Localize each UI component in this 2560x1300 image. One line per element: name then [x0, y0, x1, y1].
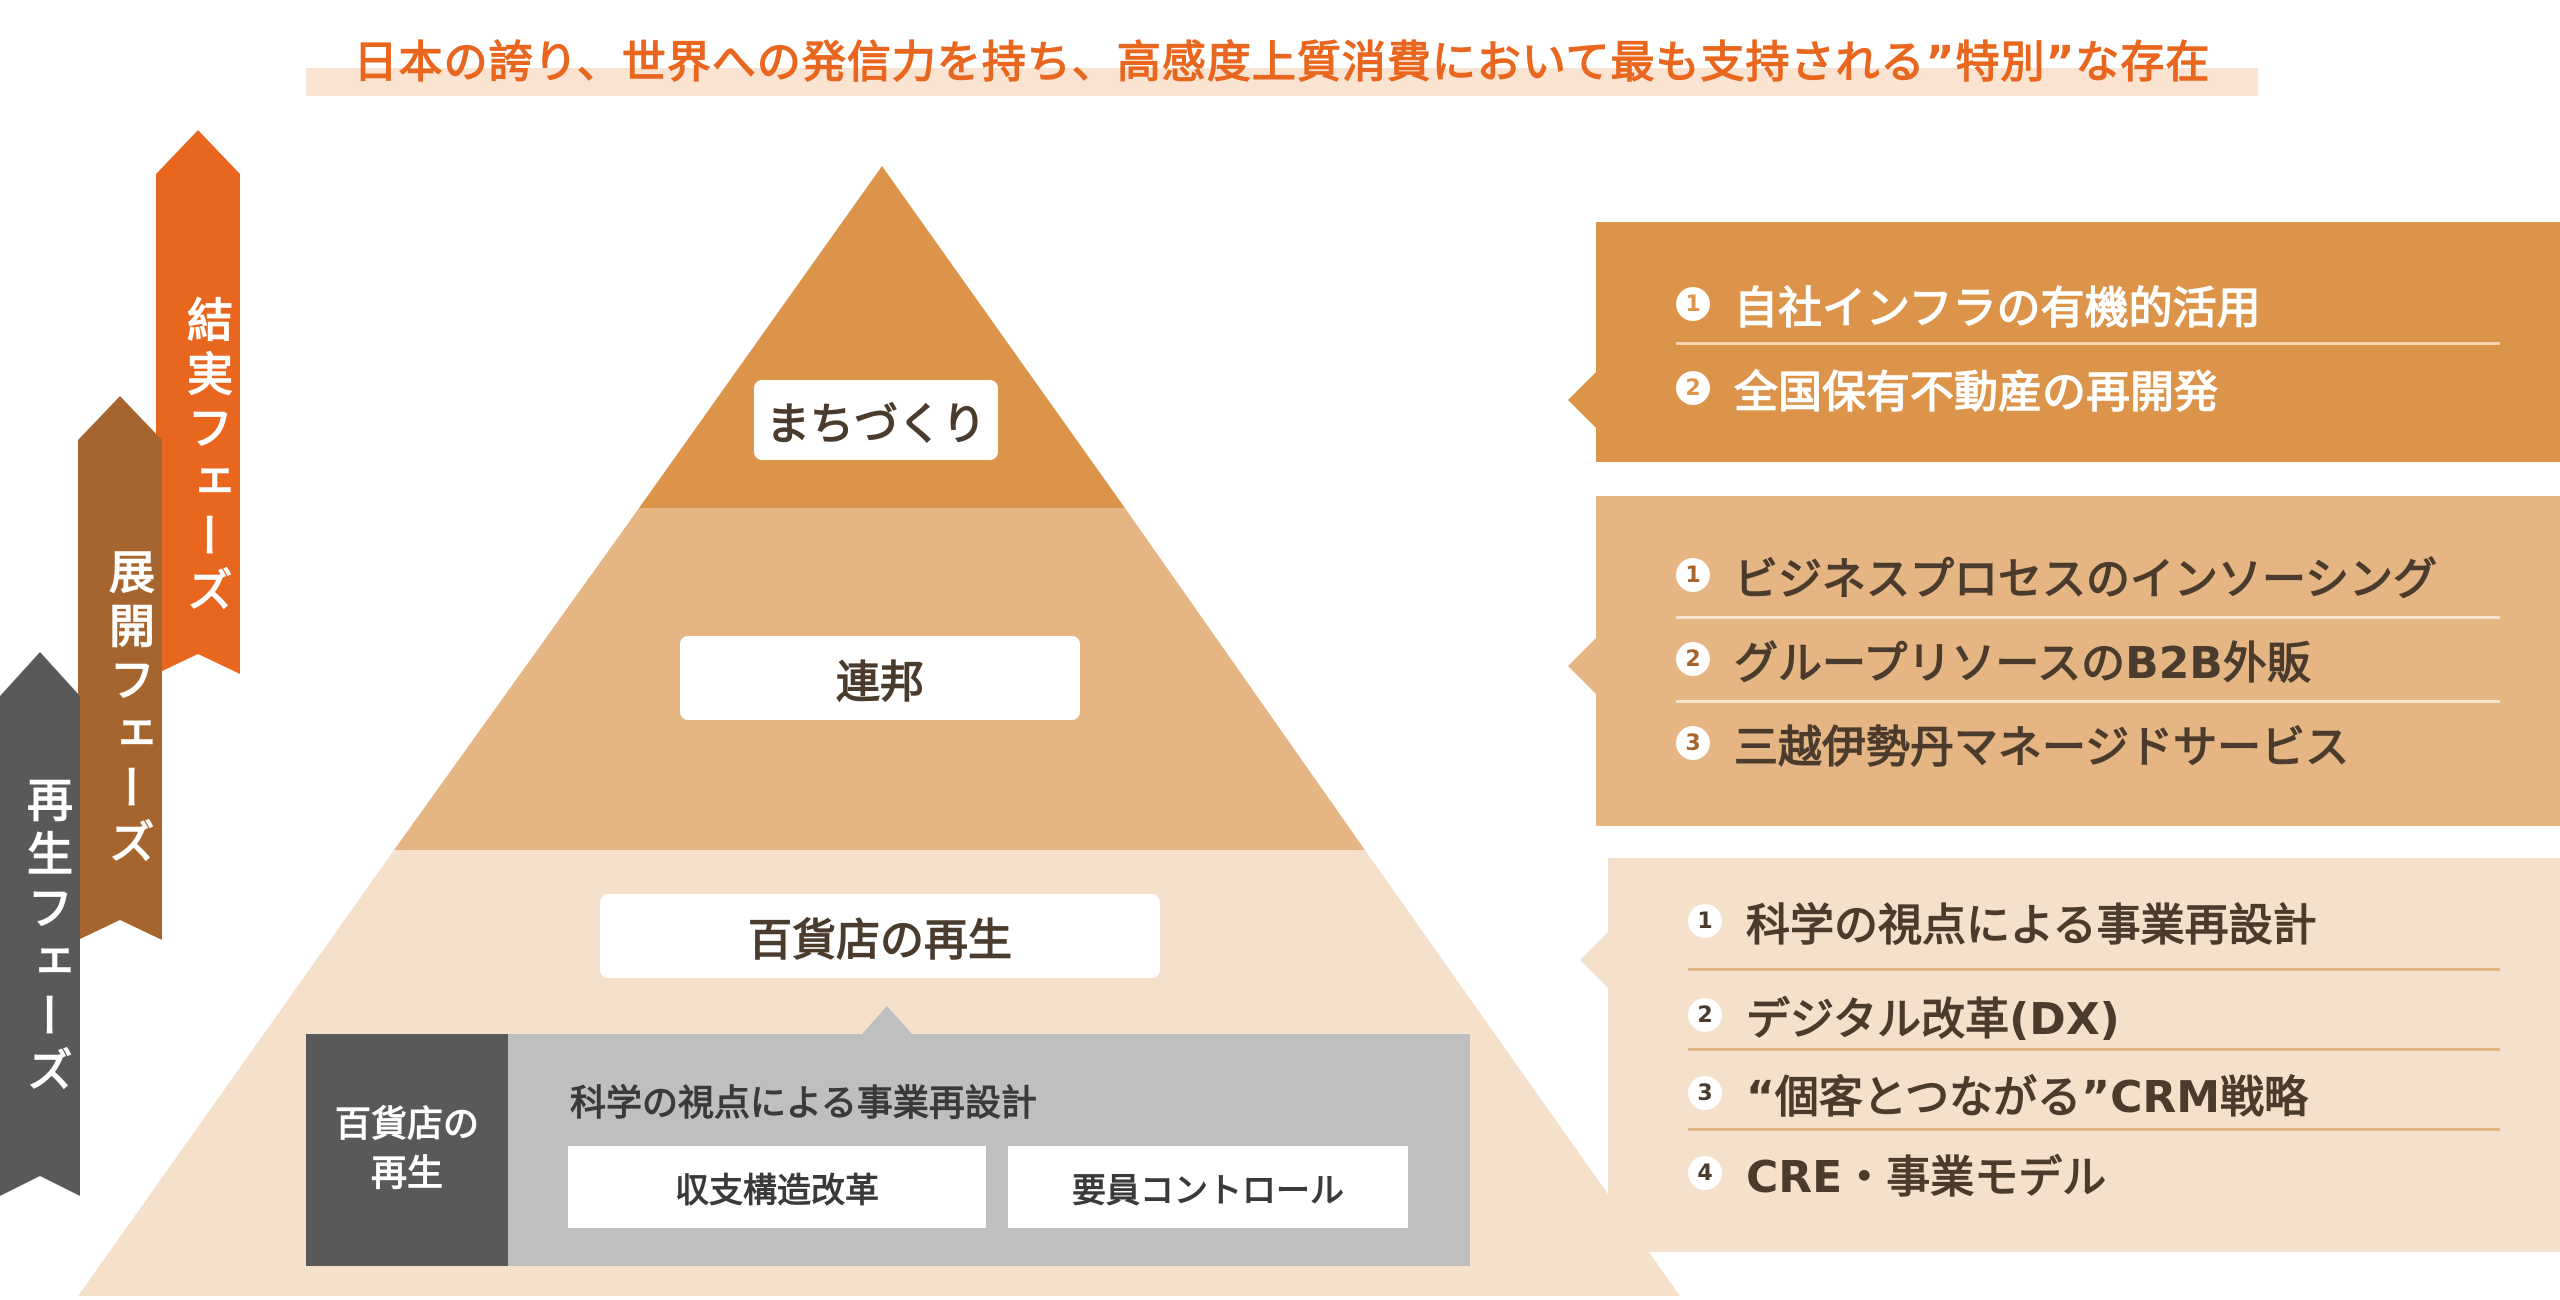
item-number-badge: 2	[1676, 642, 1710, 676]
detail-side-label: 百貨店の 再生	[306, 1034, 508, 1266]
panel-item: 1 科学の視点による事業再設計	[1688, 886, 2500, 956]
item-number-badge: 1	[1688, 904, 1722, 938]
panel-item-text: 全国保有不動産の再開発	[1734, 367, 2218, 418]
panel-pointer	[1568, 638, 1596, 694]
phase-label: 再生フェーズ	[20, 776, 74, 1100]
panel-item-text: グループリソースのB2B外販	[1734, 638, 2311, 689]
panel-divider	[1676, 700, 2500, 703]
detail-title: 科学の視点による事業再設計	[570, 1083, 1037, 1124]
item-number-badge: 1	[1676, 558, 1710, 592]
panel-item-text: “個客とつながる”CRM戦略	[1746, 1072, 2309, 1123]
phase-arrow-shape	[156, 130, 240, 674]
detail-box: 百貨店の 再生 科学の視点による事業再設計 収支構造改革 要員コントロール	[306, 1034, 1470, 1266]
panel-pointer	[1580, 932, 1608, 988]
panel-item-text: ビジネスプロセスのインソーシング	[1734, 554, 2438, 605]
detail-item-staff-control: 要員コントロール	[1008, 1146, 1408, 1228]
headline-highlight	[306, 68, 2258, 96]
detail-item-revenue-reform: 収支構造改革	[568, 1146, 986, 1228]
panel-divider	[1676, 342, 2500, 345]
detail-side-text: 百貨店の 再生	[334, 1104, 479, 1194]
panel-item: 3 “個客とつながる”CRM戦略	[1688, 1058, 2500, 1128]
panel-item-text: 三越伊勢丹マネージドサービス	[1734, 722, 2350, 773]
panel-bottom: 1 科学の視点による事業再設計 2 デジタル改革(DX) 3 “個客とつながる”…	[1580, 858, 2560, 1252]
headline: 日本の誇り、世界への発信力を持ち、高感度上質消費において最も支持される”特別”な…	[306, 22, 2258, 96]
panel-item-text: 自社インフラの有機的活用	[1734, 283, 2261, 334]
tier-label-machizukuri: まちづくり	[754, 380, 998, 460]
panel-item: 2 全国保有不動産の再開発	[1676, 350, 2500, 426]
item-number-badge: 2	[1676, 371, 1710, 405]
item-number-badge: 4	[1688, 1156, 1722, 1190]
panel-item-text: デジタル改革(DX)	[1746, 994, 2120, 1045]
phase-label: 結実フェーズ	[180, 296, 234, 620]
panel-item: 2 グループリソースのB2B外販	[1676, 620, 2500, 698]
phase-arrow-fruition: 結実フェーズ	[156, 130, 240, 674]
panel-item: 4 CRE・事業モデル	[1688, 1138, 2500, 1208]
item-number-badge: 1	[1676, 287, 1710, 321]
item-number-badge: 3	[1676, 726, 1710, 760]
phase-arrow-expansion: 展開フェーズ	[78, 396, 162, 940]
tier-label-department-store: 百貨店の再生	[600, 894, 1160, 978]
phase-label: 展開フェーズ	[102, 548, 156, 872]
panel-divider	[1688, 1128, 2500, 1131]
panel-item: 1 自社インフラの有機的活用	[1676, 266, 2500, 342]
panel-pointer	[1568, 372, 1596, 428]
phase-arrow-shape	[0, 652, 80, 1196]
panel-item: 2 デジタル改革(DX)	[1688, 980, 2500, 1050]
panel-item: 3 三越伊勢丹マネージドサービス	[1676, 704, 2500, 782]
panel-middle: 1 ビジネスプロセスのインソーシング 2 グループリソースのB2B外販 3 三越…	[1568, 496, 2560, 826]
headline-text: 日本の誇り、世界への発信力を持ち、高感度上質消費において最も支持される”特別”な…	[353, 37, 2211, 88]
panel-top: 1 自社インフラの有機的活用 2 全国保有不動産の再開発	[1568, 222, 2560, 462]
item-number-badge: 2	[1688, 998, 1722, 1032]
tier-label-federation: 連邦	[680, 636, 1080, 720]
phase-arrow-shape	[78, 396, 162, 940]
detail-pointer	[862, 1006, 912, 1034]
panel-item-text: 科学の視点による事業再設計	[1746, 900, 2317, 951]
item-number-badge: 3	[1688, 1076, 1722, 1110]
panel-divider	[1676, 616, 2500, 619]
panel-item-text: CRE・事業モデル	[1746, 1152, 2107, 1203]
panel-item: 1 ビジネスプロセスのインソーシング	[1676, 536, 2500, 614]
phase-arrow-rebirth: 再生フェーズ	[0, 652, 80, 1196]
panel-divider	[1688, 968, 2500, 971]
panel-divider	[1688, 1048, 2500, 1051]
